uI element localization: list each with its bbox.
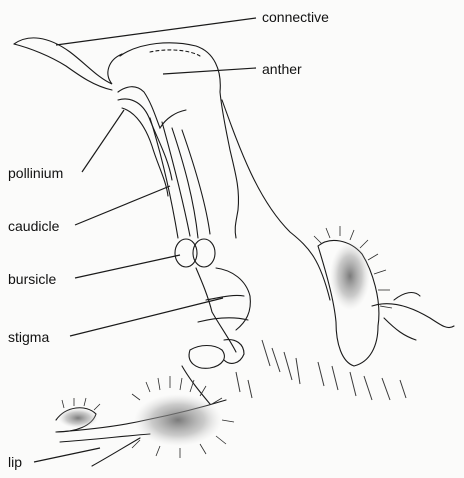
label-pollinium: pollinium [8, 165, 63, 181]
label-bursicle: bursicle [8, 271, 56, 287]
connective-shape [14, 38, 122, 84]
leader-line-anther [163, 68, 256, 74]
label-stigma: stigma [8, 329, 49, 345]
label-lip: lip [8, 454, 22, 470]
anther-shape [120, 43, 230, 150]
label-caudicle: caudicle [8, 218, 59, 234]
flower-outline [14, 38, 454, 466]
hair-shading [58, 226, 406, 458]
leader-lines [34, 18, 256, 462]
bursicle-shape [175, 239, 197, 267]
leader-line-connective [56, 18, 256, 45]
leader-line-bursicle [75, 255, 180, 278]
leader-line-stigma [70, 298, 223, 336]
leader-line-caudicle [75, 186, 170, 225]
leader-line-lip [34, 448, 100, 462]
label-connective: connective [262, 9, 329, 25]
leader-line-pollinium [82, 110, 124, 172]
caudicle-shape [150, 118, 178, 238]
label-anther: anther [262, 61, 302, 77]
